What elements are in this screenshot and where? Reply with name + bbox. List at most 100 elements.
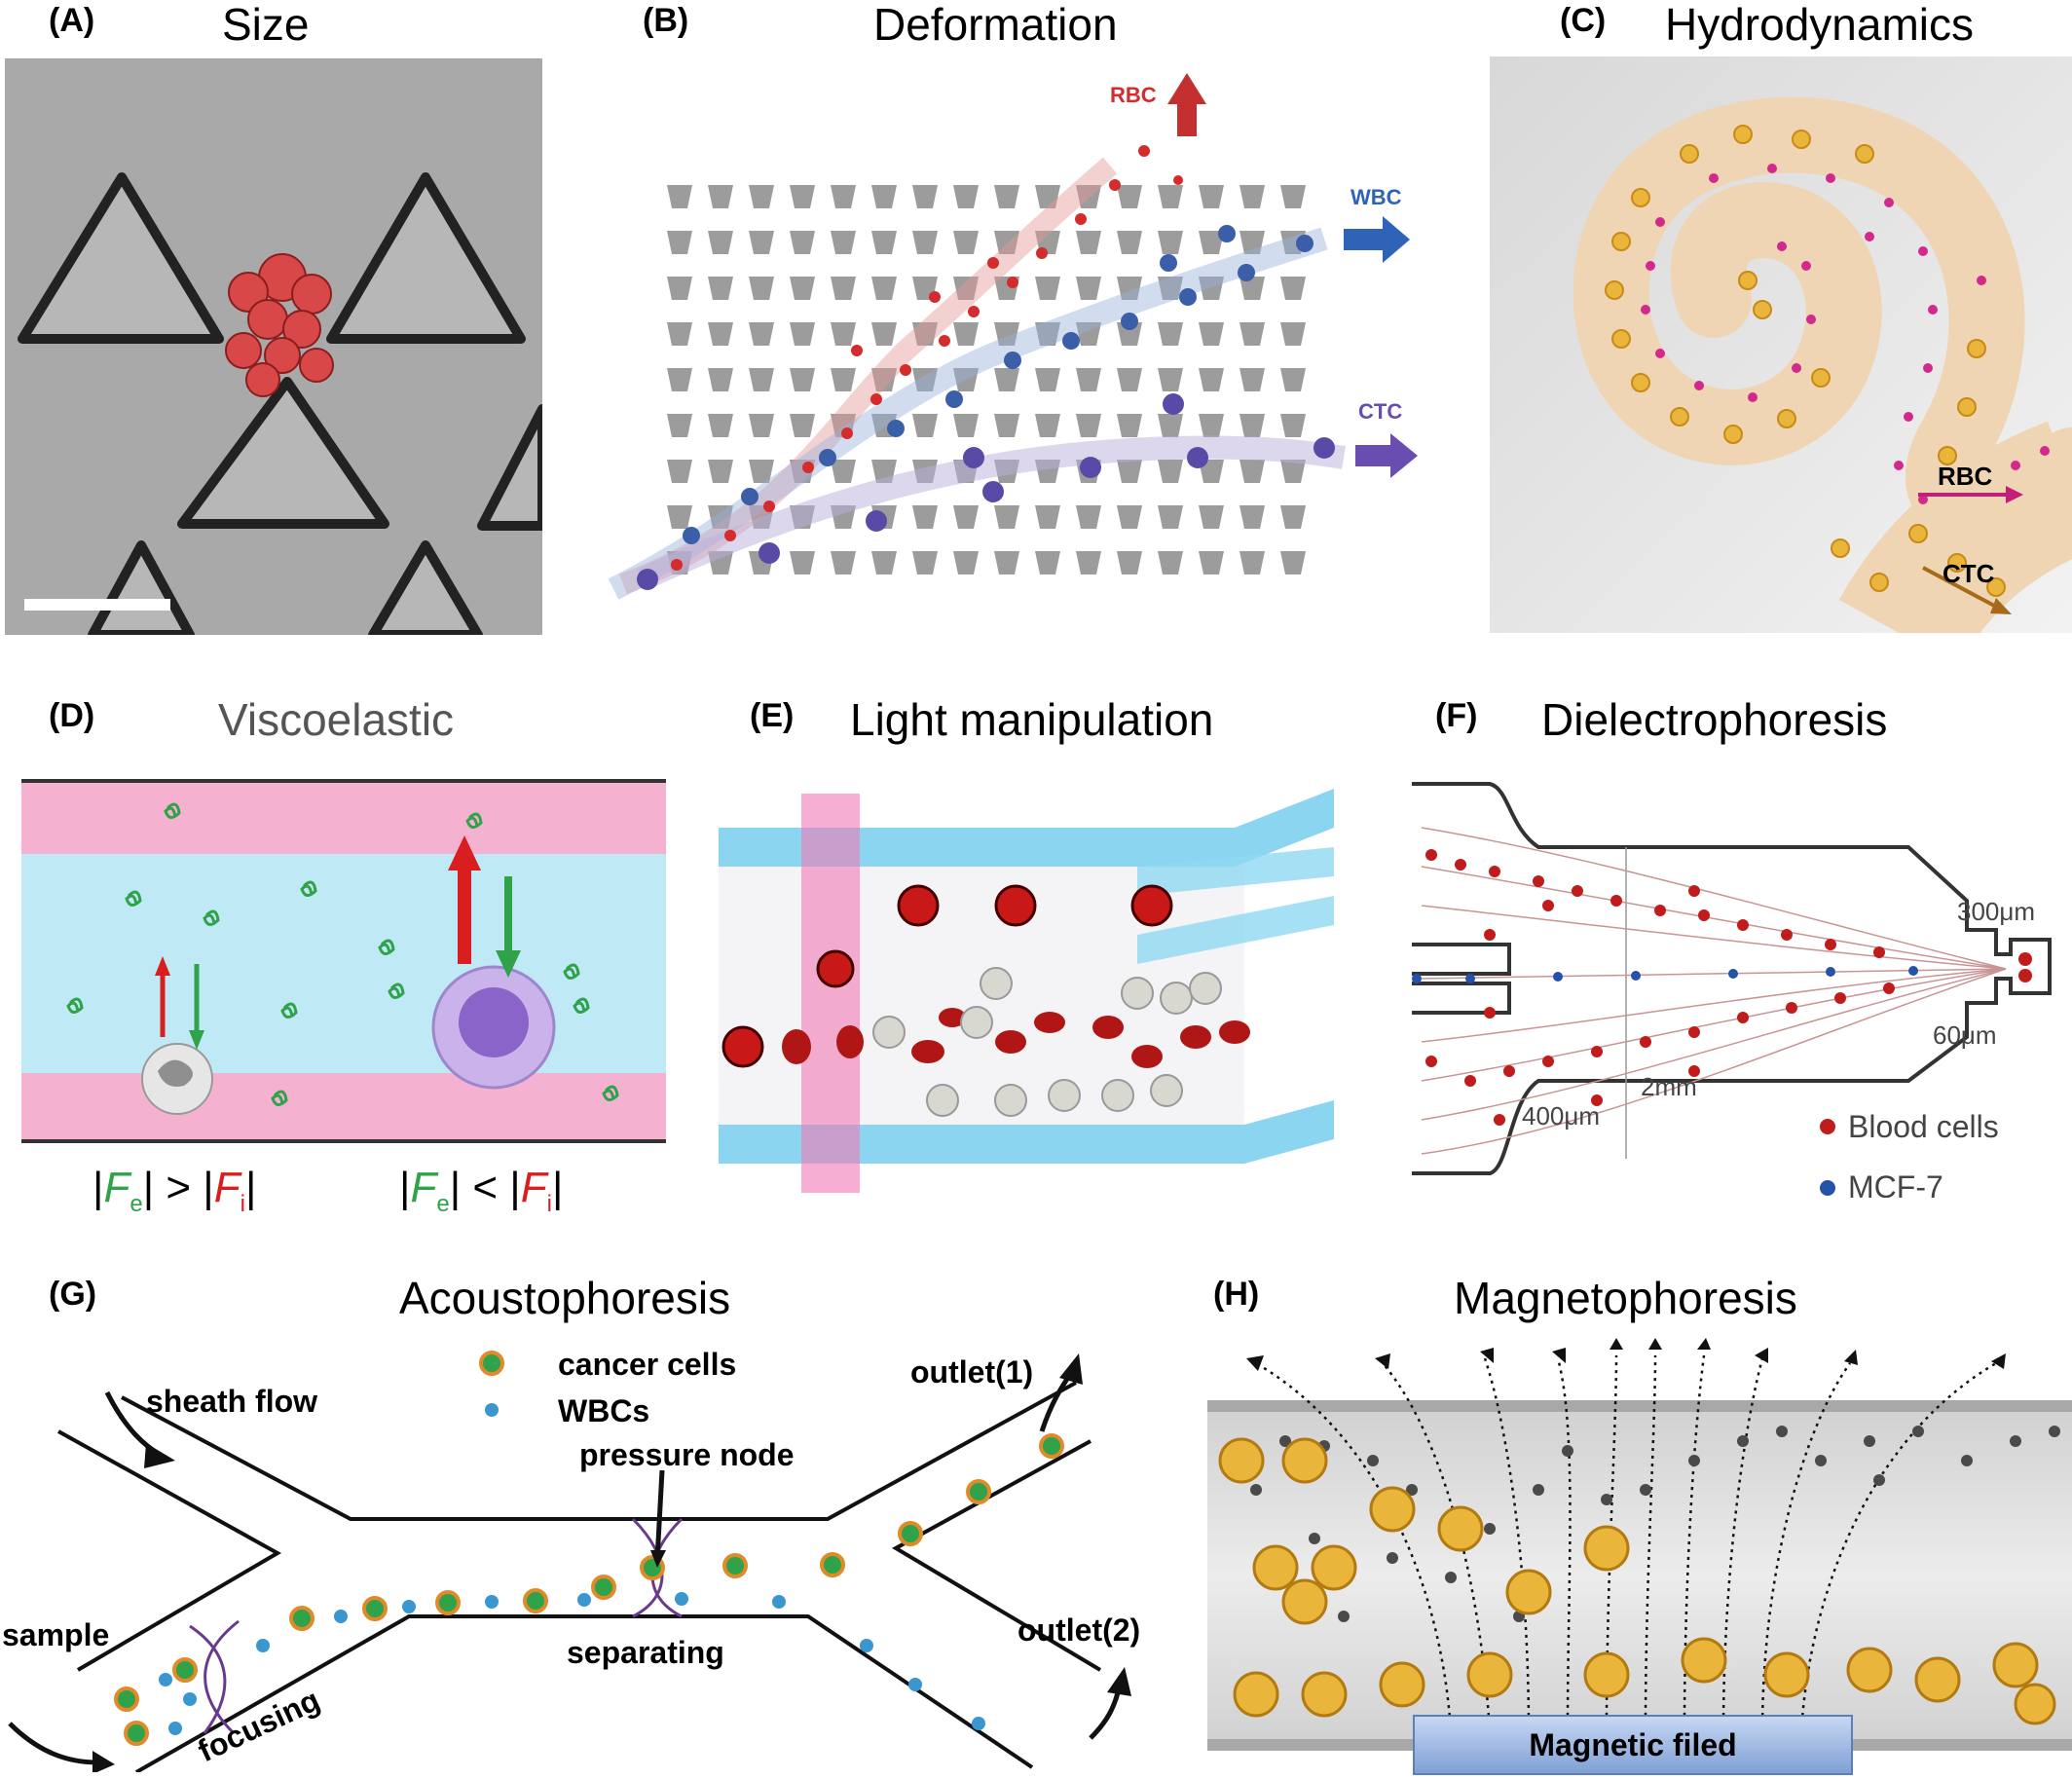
- pillar: [1076, 505, 1101, 529]
- separating-label: separating: [567, 1635, 724, 1670]
- pillar: [1076, 551, 1101, 574]
- wbc-cells: [872, 967, 1222, 1117]
- panel-d-diagram: [21, 779, 666, 1143]
- pillar: [1117, 505, 1142, 529]
- pillar: [953, 414, 979, 437]
- rbc-particles: [1641, 164, 2050, 504]
- pillar: [831, 368, 856, 391]
- pillar: [1240, 551, 1265, 574]
- pillar: [994, 551, 1019, 574]
- dim-60um: 60μm: [1933, 1020, 1997, 1050]
- pillar: [912, 368, 938, 391]
- pillar: [1158, 368, 1183, 391]
- pillar: [1199, 368, 1224, 391]
- ctc-arrow: [1922, 566, 1997, 609]
- outlet1-label: outlet(1): [910, 1354, 1033, 1390]
- pillar: [1117, 277, 1142, 300]
- pillar: [667, 322, 692, 346]
- panel-d-title: Viscoelastic: [218, 694, 455, 745]
- pillar: [1158, 414, 1183, 437]
- pillar: [1035, 505, 1060, 529]
- wbc-particles: [683, 225, 1314, 544]
- pillar: [912, 185, 938, 208]
- pillar: [749, 185, 774, 208]
- pillar: [871, 368, 897, 391]
- pillar: [1117, 231, 1142, 254]
- pillar: [912, 414, 938, 437]
- ctc-particles: [1605, 125, 2006, 597]
- pillar: [912, 551, 938, 574]
- pillar: [1280, 185, 1306, 208]
- panel-d-letter: (D): [49, 697, 95, 734]
- pillar: [1199, 185, 1224, 208]
- panel-a-letter: (A): [49, 2, 95, 39]
- panel-b-title: Deformation: [873, 0, 1118, 50]
- pillar: [667, 231, 692, 254]
- sample-label: sample: [2, 1617, 109, 1652]
- panel-e-title: Light manipulation: [850, 694, 1214, 745]
- outlet2-label: outlet(2): [1018, 1612, 1140, 1648]
- pillar: [1280, 368, 1306, 391]
- legend-blood-label: Blood cells: [1848, 1109, 1999, 1144]
- pillar: [1158, 322, 1183, 346]
- magnet-block: [1413, 1715, 1853, 1775]
- legend-cancer-dot: [479, 1351, 504, 1376]
- panel-f-diagram: 300μm 60μm 400μm 2mm Blood cells MCF-7: [1412, 782, 2052, 1198]
- pillar: [1158, 505, 1183, 529]
- pillar: [667, 277, 692, 300]
- pillar: [1035, 368, 1060, 391]
- pillar: [667, 414, 692, 437]
- rbc-trajectory: [619, 157, 1118, 595]
- pillar: [871, 185, 897, 208]
- rbc-label: RBC: [1938, 462, 1993, 491]
- wbc-label: WBC: [1350, 185, 1402, 209]
- flow-arrowheads: [92, 1353, 1131, 1772]
- panel-f-title: Dielectrophoresis: [1541, 694, 1888, 745]
- pillar: [1199, 231, 1224, 254]
- pillar: [708, 414, 733, 437]
- labeled-ctcs: [1218, 1437, 2056, 1725]
- ctc-arrow: [1355, 433, 1418, 478]
- pillar: [994, 505, 1019, 529]
- outlet-channel: [1838, 421, 2072, 633]
- pillar: [831, 460, 856, 483]
- large-cell: [431, 965, 556, 1090]
- pillar: [790, 322, 815, 346]
- panel-g-diagram: sheath flow sample focusing separating p…: [2, 1347, 1140, 1772]
- pillar: [1240, 277, 1265, 300]
- legend-wbc-dot: [485, 1403, 499, 1417]
- pillar: [1240, 322, 1265, 346]
- pillar: [1076, 414, 1101, 437]
- pillar: [1117, 322, 1142, 346]
- dim-400um: 400μm: [1522, 1101, 1600, 1130]
- wbc-trajectory: [608, 227, 1328, 600]
- pillar: [953, 185, 979, 208]
- magnetic-beads: [1250, 1426, 2060, 1622]
- pillar: [994, 231, 1019, 254]
- panel-h-diagram: Magnetic filed: [1207, 1338, 2072, 1775]
- panel-c-title: Hydrodynamics: [1665, 0, 1974, 50]
- focusing-standing-wave: [189, 1619, 240, 1735]
- pillar: [831, 551, 856, 574]
- pillar: [749, 231, 774, 254]
- pillar: [953, 368, 979, 391]
- ctc-trajectory: [637, 435, 1346, 590]
- pillar: [749, 277, 774, 300]
- panel-c-diagram: RBC CTC: [1490, 56, 2072, 633]
- pillar: [1117, 551, 1142, 574]
- pillar: [708, 231, 733, 254]
- rbc-arrow: [1167, 73, 1206, 136]
- ctc-label: CTC: [1358, 399, 1402, 424]
- ctc-cells: [722, 884, 1173, 1068]
- pillar: [749, 322, 774, 346]
- rbc-particles: [671, 145, 1183, 571]
- ctc-particles: [637, 393, 1335, 590]
- streamlines: [1421, 827, 2007, 1155]
- wbc-arrow: [1344, 216, 1410, 263]
- blood-cell-dots: [1425, 849, 2032, 1126]
- laser-beam: [801, 794, 860, 1193]
- sheath-flow-label: sheath flow: [146, 1384, 317, 1419]
- pillar: [1240, 505, 1265, 529]
- pillar: [953, 231, 979, 254]
- pillar: [1158, 460, 1183, 483]
